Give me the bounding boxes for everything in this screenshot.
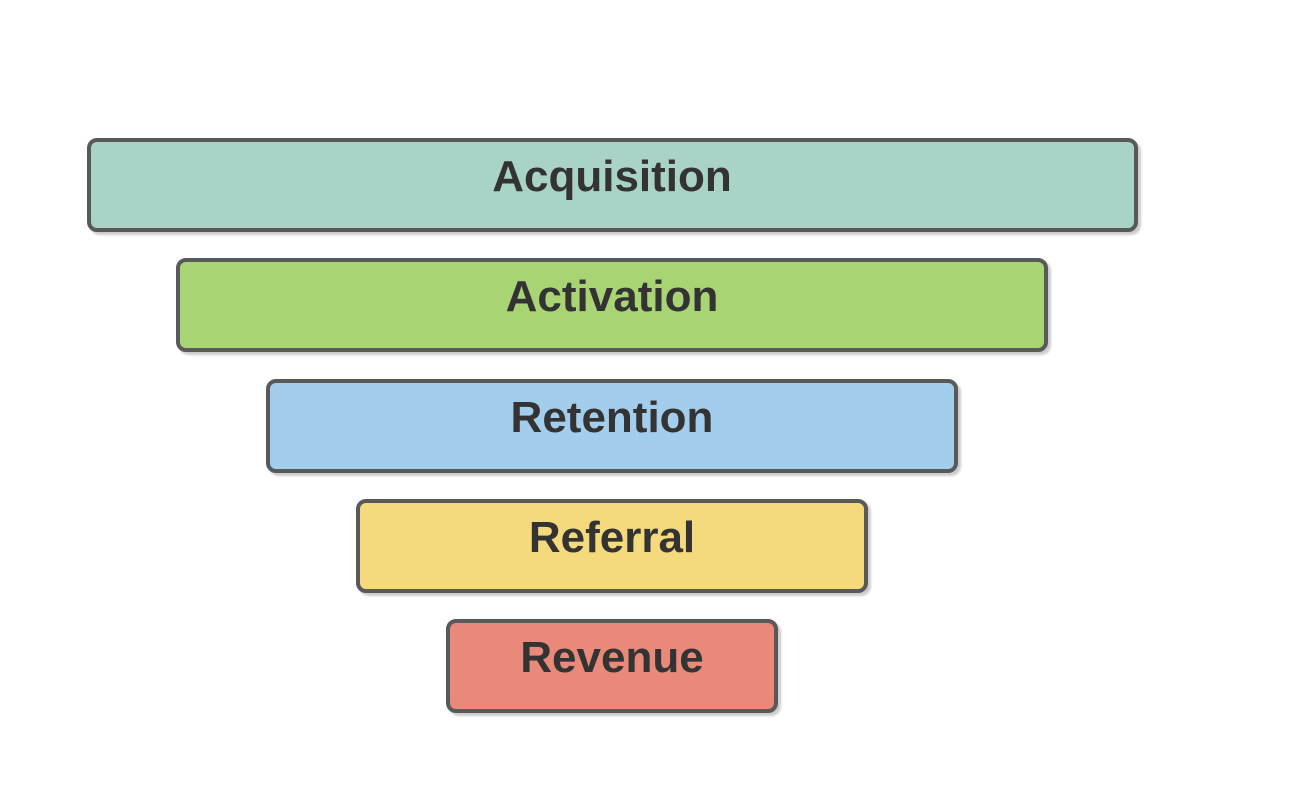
- funnel-stage-retention: Retention: [266, 378, 958, 473]
- funnel-stage-referral: Referral: [356, 498, 868, 593]
- funnel-stage-referral-label: Referral: [528, 512, 696, 562]
- funnel-stage-activation: Activation: [176, 258, 1048, 353]
- funnel-stage-acquisition: Acquisition: [86, 138, 1138, 232]
- funnel-stage-activation-label: Activation: [505, 272, 719, 322]
- funnel-stage-revenue: Revenue: [446, 619, 778, 713]
- funnel-stage-acquisition-label: Acquisition: [492, 152, 732, 201]
- funnel-stage-revenue-label: Revenue: [520, 633, 704, 682]
- funnel-stage-retention-label: Retention: [510, 392, 714, 442]
